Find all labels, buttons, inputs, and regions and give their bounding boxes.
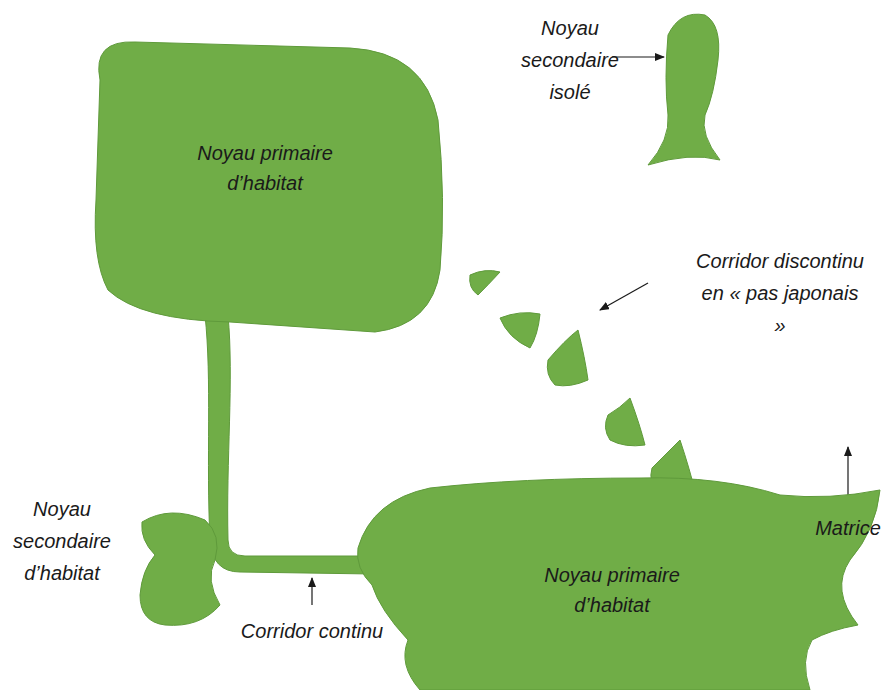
stepping-stone: [547, 330, 588, 386]
stepping-stone: [470, 271, 500, 295]
leader-arrow: [612, 56, 664, 57]
leader-arrow: [311, 578, 312, 605]
isolated-core: [648, 14, 720, 165]
core-label: Noyau secondaire isolé: [510, 12, 630, 108]
habitat-core: Noyau primaire d’habitat: [352, 468, 884, 690]
continuous-corridor: [205, 315, 372, 574]
matrix-label: Matrice: [808, 512, 888, 544]
core-shape: [95, 42, 442, 332]
habitat-core: Noyau primaire d’habitat: [88, 38, 444, 334]
secondary-core: [140, 513, 220, 625]
core-label: Noyau secondaire d’habitat: [6, 493, 118, 589]
corridor-label: Corridor continu: [212, 615, 412, 647]
corridor-label: Corridor discontinu en « pas japonais »: [694, 245, 866, 341]
core-shape: [358, 478, 880, 690]
stepping-stone: [605, 398, 645, 446]
core-title: Noyau primaire d’habitat: [525, 560, 700, 620]
leader-arrow: [600, 283, 648, 310]
core-title: Noyau primaire d’habitat: [178, 138, 353, 198]
stepping-stone: [500, 313, 540, 348]
